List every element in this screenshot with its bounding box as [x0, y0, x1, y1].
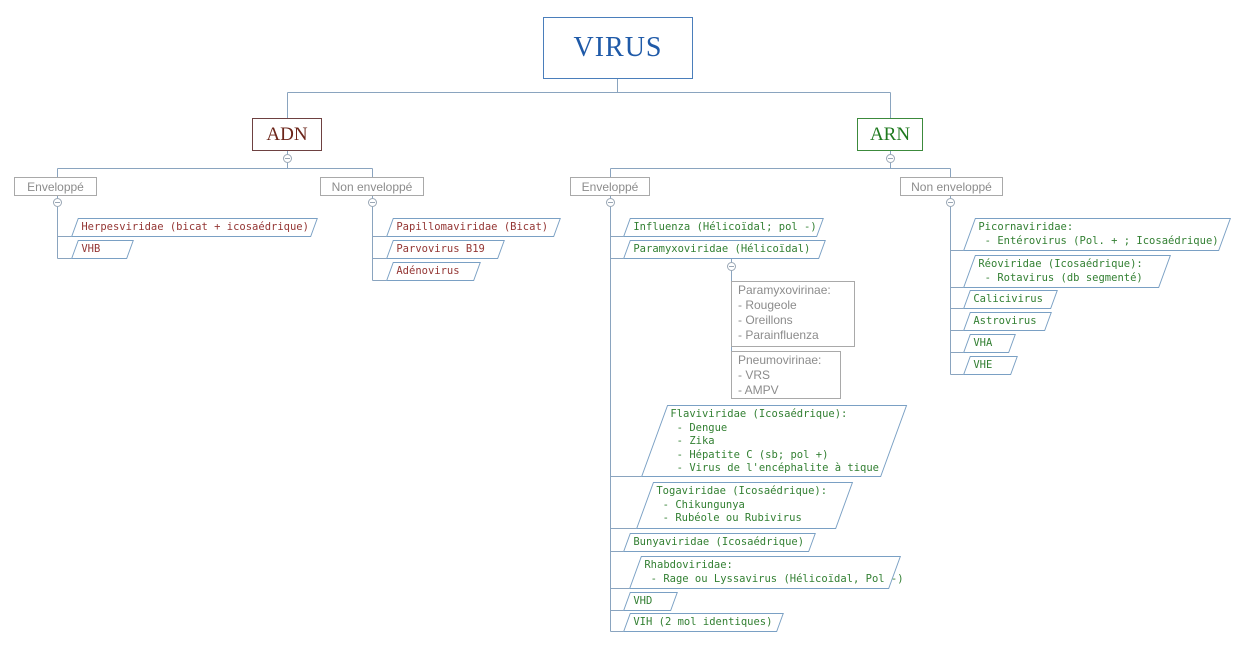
note-pneumovirinae[interactable]: Pneumovirinae: - VRS - AMPV [731, 351, 841, 399]
node-paramyxoviridae[interactable]: Paramyxoviridae (Hélicoïdal) [623, 240, 826, 259]
node-adenovirus[interactable]: Adénovirus [386, 262, 481, 281]
node-vhb[interactable]: VHB [71, 240, 134, 259]
node-vhd[interactable]: VHD [623, 592, 678, 611]
node-vha[interactable]: VHA [963, 334, 1016, 353]
node-arn-non-enveloppe[interactable]: Non enveloppé [900, 177, 1003, 196]
node-arn-label: ARN [869, 123, 911, 145]
node-flaviviridae[interactable]: Flaviviridae (Icosaédrique): - Dengue - … [641, 405, 908, 477]
node-influenza[interactable]: Influenza (Hélicoïdal; pol -) [623, 218, 824, 237]
collapse-icon-adn-enveloppe[interactable] [53, 198, 62, 207]
node-adn-label: ADN [266, 123, 308, 145]
collapse-icon-arn[interactable] [886, 154, 895, 163]
node-vih[interactable]: VIH (2 mol identiques) [623, 613, 784, 632]
node-calicivirus[interactable]: Calicivirus [963, 290, 1058, 309]
note-paramyxovirinae[interactable]: Paramyxovirinae: - Rougeole - Oreillons … [731, 281, 855, 347]
node-papillomaviridae[interactable]: Papillomaviridae (Bicat) [386, 218, 561, 237]
node-arn-enveloppe[interactable]: Enveloppé [570, 177, 650, 196]
node-arn[interactable]: ARN [857, 118, 923, 151]
node-arn-enveloppe-label: Enveloppé [581, 179, 639, 194]
node-astrovirus[interactable]: Astrovirus [963, 312, 1052, 331]
node-adn-enveloppe-label: Enveloppé [27, 179, 84, 194]
node-virus-label: VIRUS [573, 32, 663, 63]
collapse-icon-arn-non-enveloppe[interactable] [946, 198, 955, 207]
node-vhe[interactable]: VHE [963, 356, 1018, 375]
collapse-icon-adn[interactable] [283, 154, 292, 163]
node-togaviridae[interactable]: Togaviridae (Icosaédrique): - Chikunguny… [636, 482, 854, 529]
collapse-icon-adn-non-enveloppe[interactable] [368, 198, 377, 207]
node-herpesviridae[interactable]: Herpesviridae (bicat + icosaédrique) [71, 218, 318, 237]
node-reoviridae[interactable]: Réoviridae (Icosaédrique): - Rotavirus (… [963, 255, 1172, 288]
node-parvovirus-b19[interactable]: Parvovirus B19 [386, 240, 505, 259]
node-adn-enveloppe[interactable]: Enveloppé [14, 177, 97, 196]
node-arn-non-enveloppe-label: Non enveloppé [911, 179, 992, 194]
node-rhabdoviridae[interactable]: Rhabdoviridae: - Rage ou Lyssavirus (Hél… [629, 556, 904, 589]
collapse-icon-arn-enveloppe[interactable] [606, 198, 615, 207]
node-bunyaviridae[interactable]: Bunyaviridae (Icosaédrique) [623, 533, 816, 552]
node-picornaviridae[interactable]: Picornaviridae: - Entérovirus (Pol. + ; … [963, 218, 1232, 251]
node-adn-non-enveloppe-label: Non enveloppé [331, 179, 413, 194]
node-virus[interactable]: VIRUS [543, 17, 693, 79]
node-adn-non-enveloppe[interactable]: Non enveloppé [320, 177, 424, 196]
node-adn[interactable]: ADN [252, 118, 322, 151]
collapse-icon-paramyxoviridae[interactable] [727, 262, 736, 271]
